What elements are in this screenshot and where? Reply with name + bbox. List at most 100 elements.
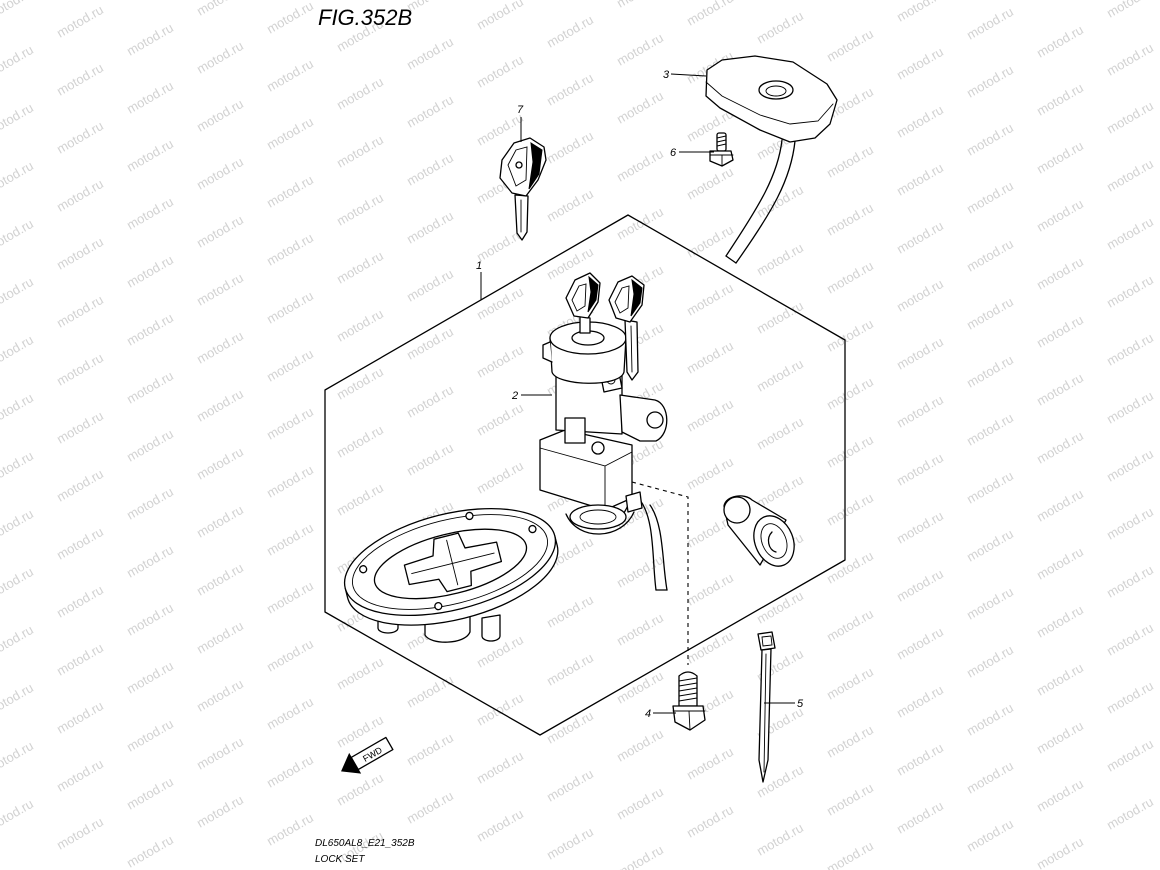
watermark-text: motod.ru <box>404 382 456 421</box>
watermark-text: motod.ru <box>894 276 946 315</box>
watermark-text: motod.ru <box>894 160 946 199</box>
figure-name: LOCK SET <box>315 854 365 865</box>
watermark-text: motod.ru <box>1034 80 1086 119</box>
watermark-text: motod.ru <box>1034 312 1086 351</box>
watermark-text: motod.ru <box>1034 486 1086 525</box>
watermark-text: motod.ru <box>264 694 316 733</box>
watermark-text: motod.ru <box>544 128 596 167</box>
watermark-text: motod.ru <box>474 458 526 497</box>
watermark-text: motod.ru <box>474 748 526 787</box>
watermark-text: motod.ru <box>684 338 736 377</box>
watermark-text: motod.ru <box>334 248 386 287</box>
watermark-text: motod.ru <box>0 42 36 81</box>
watermark-text: motod.ru <box>614 784 666 823</box>
watermark-text: motod.ru <box>824 838 876 870</box>
watermark-text: motod.ru <box>614 552 666 591</box>
watermark-text: motod.ru <box>194 792 246 831</box>
watermark-text: motod.ru <box>264 752 316 791</box>
watermark-text: motod.ru <box>264 578 316 617</box>
watermark-text: motod.ru <box>614 726 666 765</box>
watermark-text: motod.ru <box>544 12 596 51</box>
watermark-text: motod.ru <box>964 236 1016 275</box>
watermark-text: motod.ru <box>474 400 526 439</box>
watermark-text: motod.ru <box>684 396 736 435</box>
watermark-text: motod.ru <box>684 164 736 203</box>
watermark-text: motod.ru <box>334 770 386 809</box>
watermark-text: motod.ru <box>544 766 596 805</box>
watermark-text: motod.ru <box>824 26 876 65</box>
watermark-text: motod.ru <box>404 34 456 73</box>
watermark-text: motod.ru <box>964 758 1016 797</box>
callout-7: 7 <box>517 104 524 116</box>
watermark-text: motod.ru <box>334 422 386 461</box>
watermark-text: motod.ru <box>894 682 946 721</box>
watermark-text: motod.ru <box>264 230 316 269</box>
watermark-text: motod.ru <box>194 502 246 541</box>
watermark-text: motod.ru <box>754 414 806 453</box>
watermark-text: motod.ru <box>124 136 176 175</box>
watermark-text: motod.ru <box>614 0 666 11</box>
watermark-text: motod.ru <box>0 390 36 429</box>
figure-code: DL650AL8_E21_352B <box>315 838 415 849</box>
watermark-text: motod.ru <box>684 802 736 841</box>
watermark-text: motod.ru <box>1104 678 1156 717</box>
watermark-text: motod.ru <box>684 454 736 493</box>
watermark-text: motod.ru <box>684 744 736 783</box>
watermark-text: motod.ru <box>54 118 106 157</box>
watermark-text: motod.ru <box>334 132 386 171</box>
watermark-text: motod.ru <box>964 178 1016 217</box>
watermark-text: motod.ru <box>894 102 946 141</box>
watermark-text: motod.ru <box>684 0 736 29</box>
callout-2: 2 <box>511 390 518 402</box>
watermark-text: motod.ru <box>264 288 316 327</box>
watermark-text: motod.ru <box>194 0 246 19</box>
watermark-text: motod.ru <box>754 182 806 221</box>
watermark-text: motod.ru <box>964 526 1016 565</box>
watermark-text: motod.ru <box>54 60 106 99</box>
watermark-text: motod.ru <box>124 194 176 233</box>
watermark-text: motod.ru <box>964 120 1016 159</box>
fwd-arrow-icon: FWD <box>341 736 394 774</box>
watermark-text: motod.ru <box>1104 156 1156 195</box>
watermark-text: motod.ru <box>194 618 246 657</box>
callout-3: 3 <box>663 69 670 81</box>
watermark-text: motod.ru <box>264 462 316 501</box>
watermark-text: motod.ru <box>0 506 36 545</box>
watermark-text: motod.ru <box>54 756 106 795</box>
watermark-text: motod.ru <box>54 176 106 215</box>
watermark-text: motod.ru <box>964 4 1016 43</box>
watermark-text: motod.ru <box>194 734 246 773</box>
watermark-text: motod.ru <box>964 468 1016 507</box>
watermark-text: motod.ru <box>1034 196 1086 235</box>
watermark-text: motod.ru <box>1104 562 1156 601</box>
watermark-text: motod.ru <box>824 258 876 297</box>
watermark-text: motod.ru <box>824 780 876 819</box>
watermark-text: motod.ru <box>54 408 106 447</box>
watermark-text: motod.ru <box>124 252 176 291</box>
watermark-text: motod.ru <box>1034 370 1086 409</box>
watermark-text: motod.ru <box>404 672 456 711</box>
watermark-text: motod.ru <box>894 44 946 83</box>
watermark-text: motod.ru <box>54 524 106 563</box>
watermark-text: motod.ru <box>964 816 1016 855</box>
watermark-text: motod.ru <box>754 298 806 337</box>
watermark-text: motod.ru <box>1104 272 1156 311</box>
watermark-text: motod.ru <box>0 274 36 313</box>
watermark-text: motod.ru <box>614 88 666 127</box>
watermark-text: motod.ru <box>54 582 106 621</box>
watermark-text: motod.ru <box>474 52 526 91</box>
watermark-text: motod.ru <box>264 346 316 385</box>
watermark-text: motod.ru <box>334 74 386 113</box>
watermark-text: motod.ru <box>194 96 246 135</box>
watermark-text: motod.ru <box>964 584 1016 623</box>
watermark-text: motod.ru <box>964 294 1016 333</box>
watermark-text: motod.ru <box>124 78 176 117</box>
watermark-text: motod.ru <box>194 676 246 715</box>
watermark-text: motod.ru <box>894 624 946 663</box>
watermark-text: motod.ru <box>194 560 246 599</box>
watermark-text: motod.ru <box>54 698 106 737</box>
watermark-text: motod.ru <box>124 774 176 813</box>
watermark-text: motod.ru <box>894 0 946 25</box>
watermark-text: motod.ru <box>124 426 176 465</box>
watermark-text: motod.ru <box>0 100 36 139</box>
